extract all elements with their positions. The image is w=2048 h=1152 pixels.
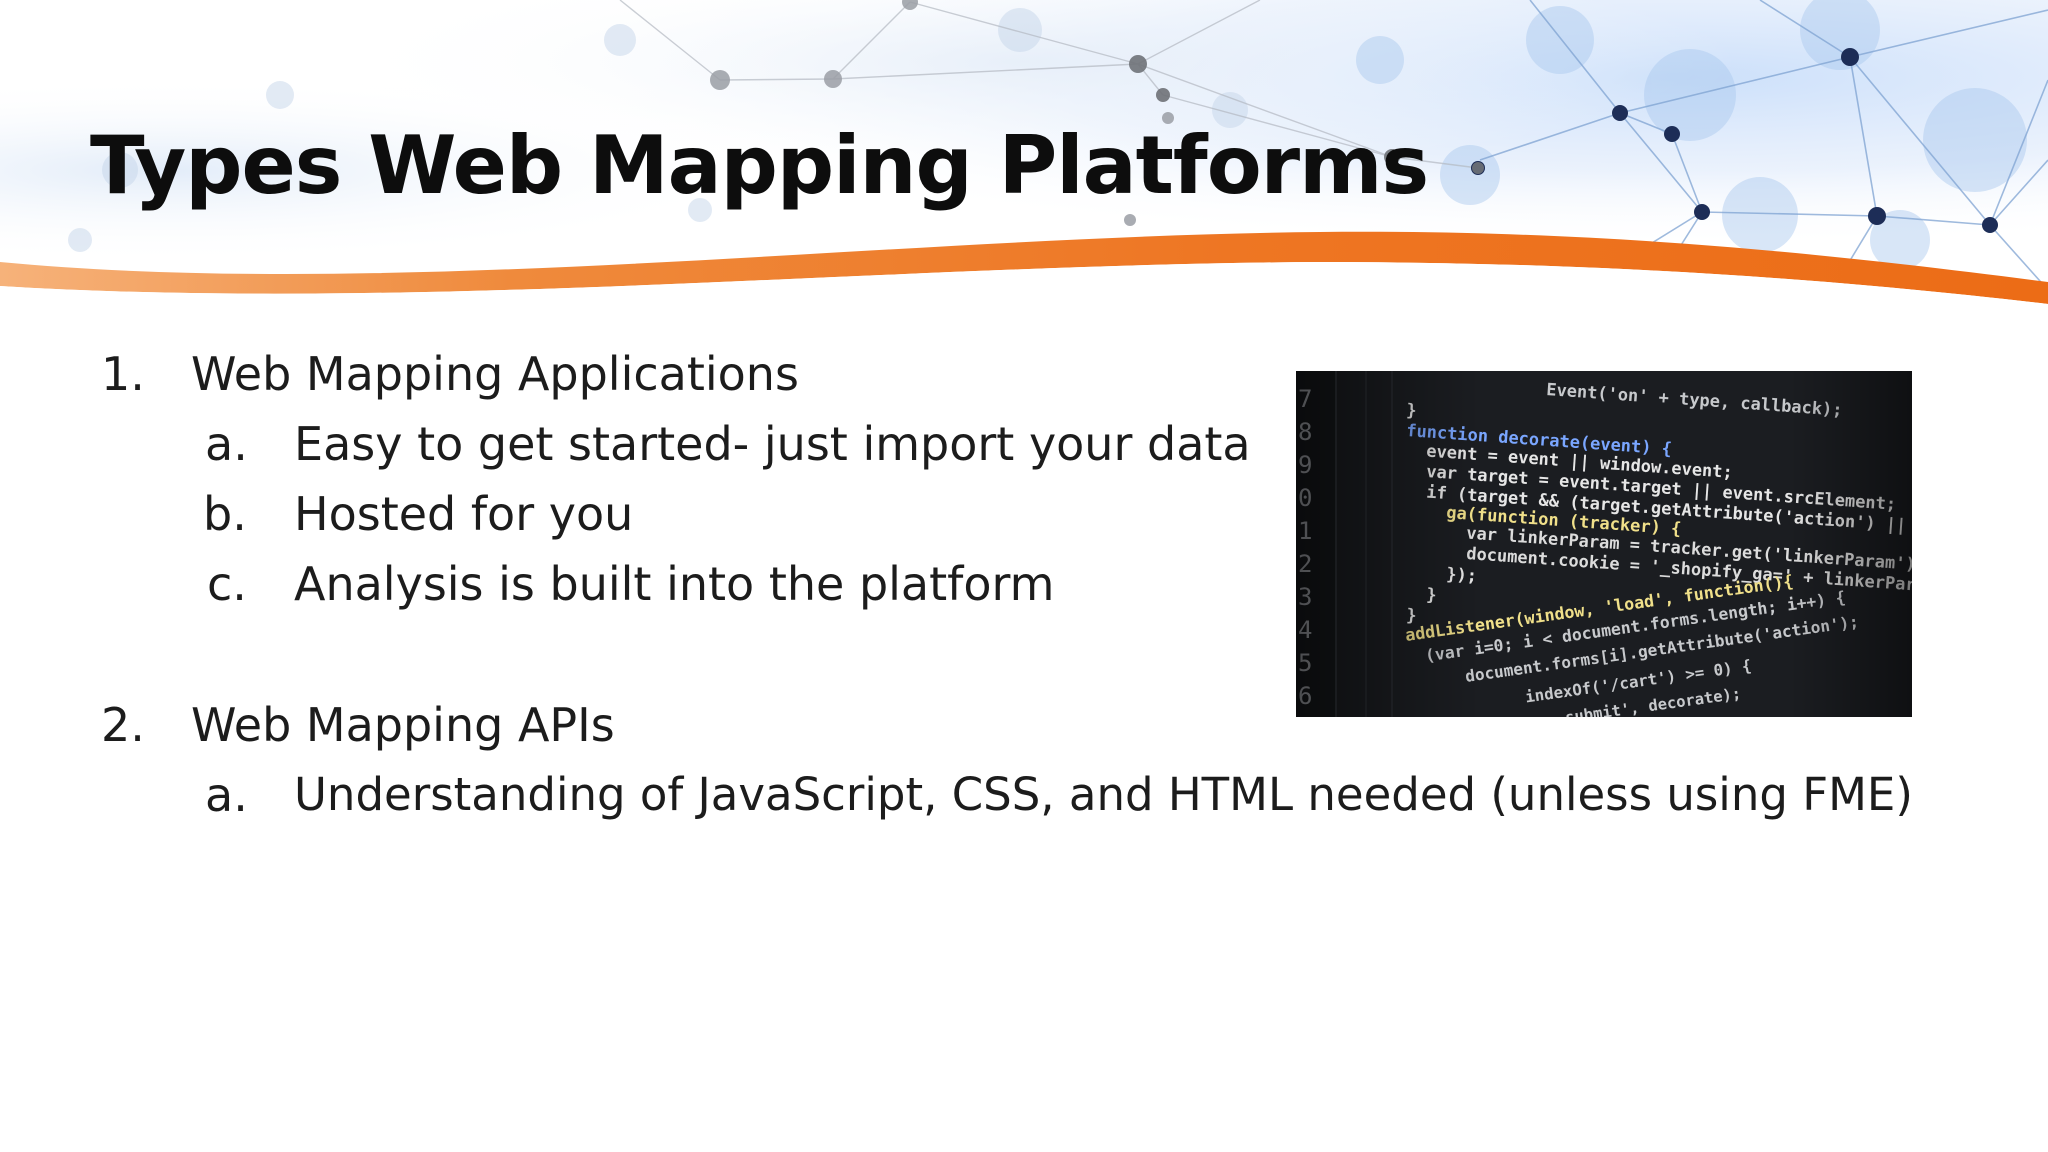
sublist-marker: b. (203, 487, 247, 541)
list-marker: 1. (101, 347, 145, 401)
list-item: Web Mapping Applications (191, 347, 799, 401)
sublist-item: Easy to get started- just import your da… (294, 417, 1251, 471)
sublist-marker: a. (205, 768, 248, 822)
sublist-item: Understanding of JavaScript, CSS, and HT… (294, 768, 1913, 821)
code-screenshot-image: 7890123456 Event('on' + type, callback);… (1296, 371, 1912, 717)
list-marker: 2. (101, 698, 145, 752)
sublist-item: Analysis is built into the platform (294, 557, 1055, 611)
list-item: Web Mapping APIs (191, 698, 615, 752)
header-network-graphic (0, 0, 2048, 310)
sublist-marker: a. (205, 417, 248, 471)
slide-title: Types Web Mapping Platforms (90, 119, 1429, 212)
sublist-marker: c. (207, 557, 247, 611)
sublist-item: Hosted for you (294, 487, 634, 541)
